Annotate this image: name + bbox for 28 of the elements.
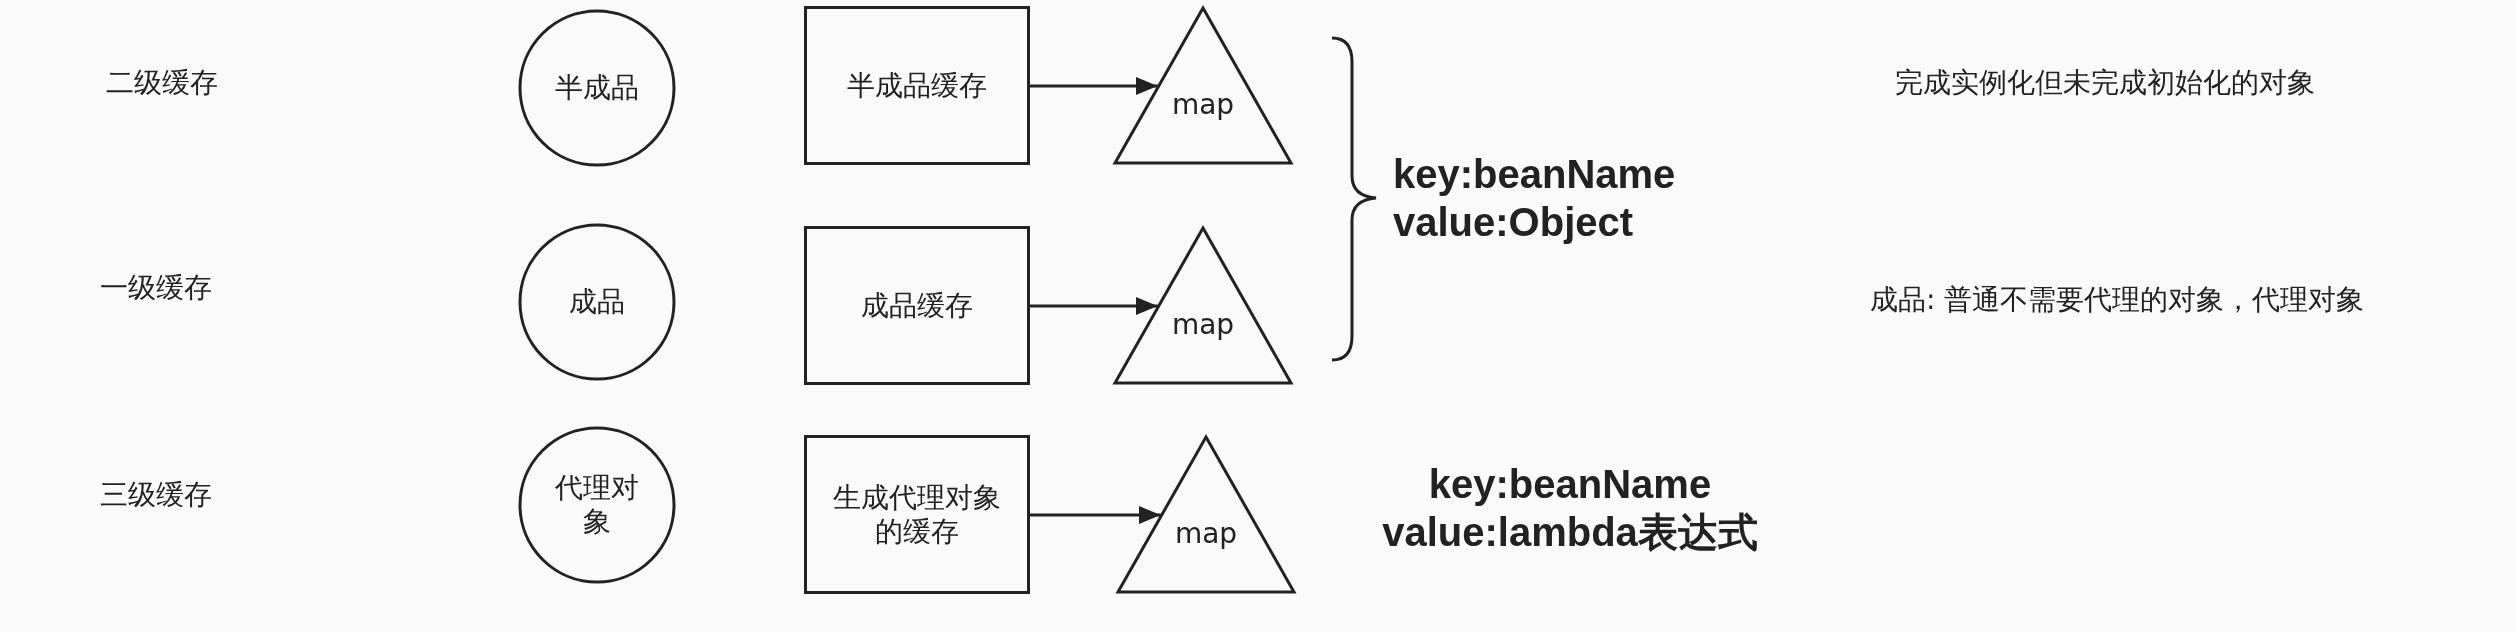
node-label: 成品缓存 — [860, 288, 974, 323]
description-text: 完成实例化但未完成初始化的对象 — [1895, 66, 2315, 100]
process-box — [804, 226, 1030, 385]
node-label: 代理对象 — [554, 471, 640, 539]
map-description: key:beanName value:lambda表达式 — [1381, 461, 1759, 556]
process-box — [804, 6, 1030, 165]
triangle-node — [1116, 435, 1296, 594]
description-text: 成品: 普通不需要代理的对象，代理对象 — [1870, 283, 2365, 317]
node-label: map — [1170, 87, 1236, 122]
circle-node — [518, 223, 676, 381]
triangle-node — [1113, 6, 1293, 165]
node-label: 生成代理对象的缓存 — [832, 480, 1002, 549]
circle-node — [518, 9, 676, 167]
process-box — [804, 435, 1030, 594]
row-label: 二级缓存 — [106, 66, 218, 100]
arrow — [1030, 77, 1158, 95]
row-label: 一级缓存 — [100, 271, 212, 305]
arrow — [1030, 297, 1158, 315]
node-label: 半成品 — [554, 71, 640, 105]
arrow — [1030, 506, 1161, 524]
node-label: 成品 — [568, 285, 626, 319]
circle-node — [518, 426, 676, 584]
node-label: 半成品缓存 — [846, 68, 988, 103]
map-description: key:beanName value:Object — [1393, 151, 1677, 246]
triangle-node — [1113, 226, 1293, 385]
node-label: map — [1173, 516, 1239, 551]
node-label: map — [1170, 307, 1236, 342]
row-label: 三级缓存 — [100, 478, 212, 512]
